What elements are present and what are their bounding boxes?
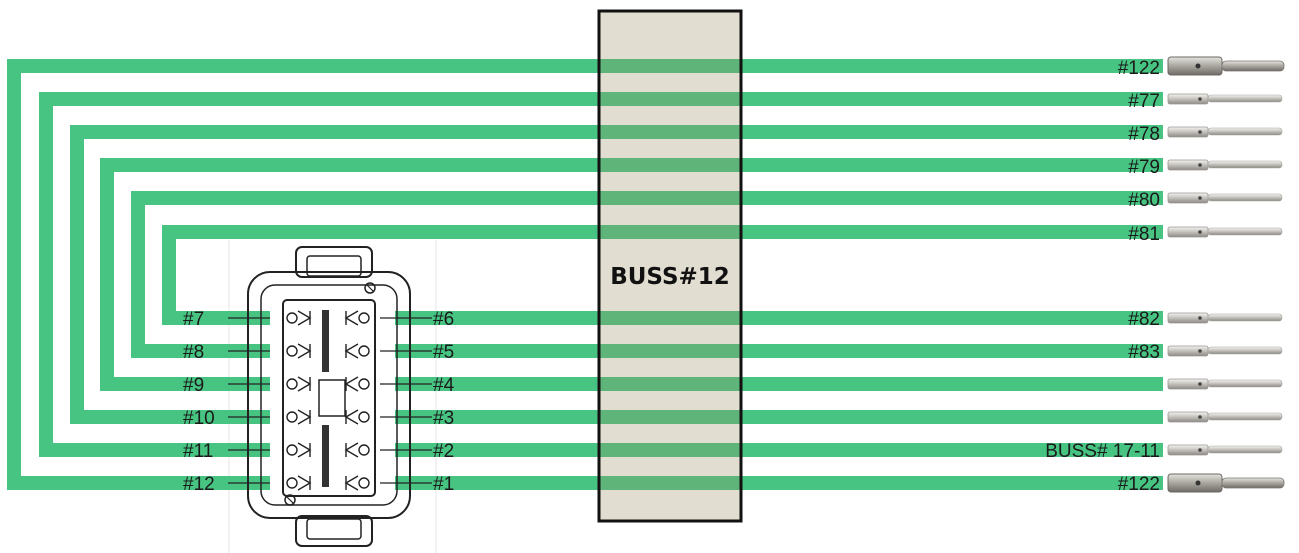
terminal-pin-icon — [1167, 345, 1283, 357]
cavity-icon — [286, 475, 312, 491]
bus-block: BUSS#12 — [597, 9, 743, 523]
connector-label-left: #9 — [183, 375, 204, 396]
connector-labels: #7 #8 #9 #10 #11 #12 #6 #5 #4 #3 #2 #1 — [183, 309, 455, 495]
bus-wire-band — [599, 476, 741, 490]
bus-wire-band — [599, 410, 741, 424]
cavity-icon — [344, 376, 370, 392]
wire-label: #83 — [1128, 342, 1160, 363]
bus-wire-band — [599, 443, 741, 457]
wire-label: #82 — [1128, 309, 1160, 330]
wire-label: BUSS# 17-11 — [1045, 441, 1160, 462]
terminal-pin-icon — [1167, 192, 1283, 204]
bus-label: BUSS#12 — [610, 264, 730, 290]
terminal-pin-icon — [1167, 444, 1283, 456]
terminal-pin-icon — [1167, 159, 1283, 171]
bus-wire-band — [599, 225, 741, 239]
wire-label: #122 — [1118, 474, 1160, 495]
terminal-pin-icon — [1167, 226, 1283, 238]
wire-label: #77 — [1128, 91, 1160, 112]
bus-wire-band — [599, 59, 741, 73]
terminal-pin-icon — [1167, 473, 1285, 493]
cavity-icon — [286, 442, 312, 458]
bus-wire-bands — [599, 59, 741, 490]
terminal-pin-icon — [1167, 126, 1283, 138]
cavity-icon — [286, 310, 312, 326]
connector-label-right: #1 — [433, 474, 454, 495]
cavity-icon — [344, 442, 370, 458]
terminal-pin-icon — [1167, 411, 1283, 423]
cavity-icon — [344, 343, 370, 359]
bus-border — [597, 9, 743, 523]
wire-labels: #122 #77 #78 #79 #80 #81 #82 #83 BUSS# 1… — [1045, 58, 1160, 495]
wire-label: #122 — [1118, 58, 1160, 79]
bus-wire-band — [599, 377, 741, 391]
terminal-pin-icon — [1167, 378, 1283, 390]
connector-cavities — [228, 310, 432, 491]
connector-label-right: #2 — [433, 441, 454, 462]
wire-label: #81 — [1128, 224, 1160, 245]
connector-label-left: #10 — [183, 408, 215, 429]
terminal-pin-icon — [1167, 56, 1285, 76]
cavity-icon — [344, 409, 370, 425]
connector-label-left: #12 — [183, 474, 215, 495]
bus-wire-band — [599, 344, 741, 358]
bus-wire-band — [599, 311, 741, 325]
wire — [7, 59, 1163, 490]
connector-label-left: #11 — [183, 441, 213, 462]
terminal-pins — [1167, 56, 1285, 493]
connector-label-right: #3 — [433, 408, 454, 429]
cavity-icon — [286, 343, 312, 359]
wire-label: #78 — [1128, 124, 1160, 145]
bus-wire-band — [599, 158, 741, 172]
connector-label-right: #5 — [433, 342, 454, 363]
bus-wire-band — [599, 191, 741, 205]
bus-wire-band — [599, 125, 741, 139]
connector-label-right: #6 — [433, 309, 454, 330]
connector-housing-icon — [247, 246, 411, 547]
connector-label-left: #8 — [183, 342, 204, 363]
cavity-icon — [344, 475, 370, 491]
terminal-pin-icon — [1167, 312, 1283, 324]
wire-label: #80 — [1128, 190, 1160, 211]
bus-wire-band — [599, 92, 741, 106]
terminal-pin-icon — [1167, 93, 1283, 105]
connector-label-left: #7 — [183, 309, 204, 330]
cavity-icon — [344, 310, 370, 326]
wire-label: #79 — [1128, 157, 1160, 178]
connector-label-right: #4 — [433, 375, 455, 396]
cavity-icon — [286, 376, 312, 392]
cavity-icon — [286, 409, 312, 425]
